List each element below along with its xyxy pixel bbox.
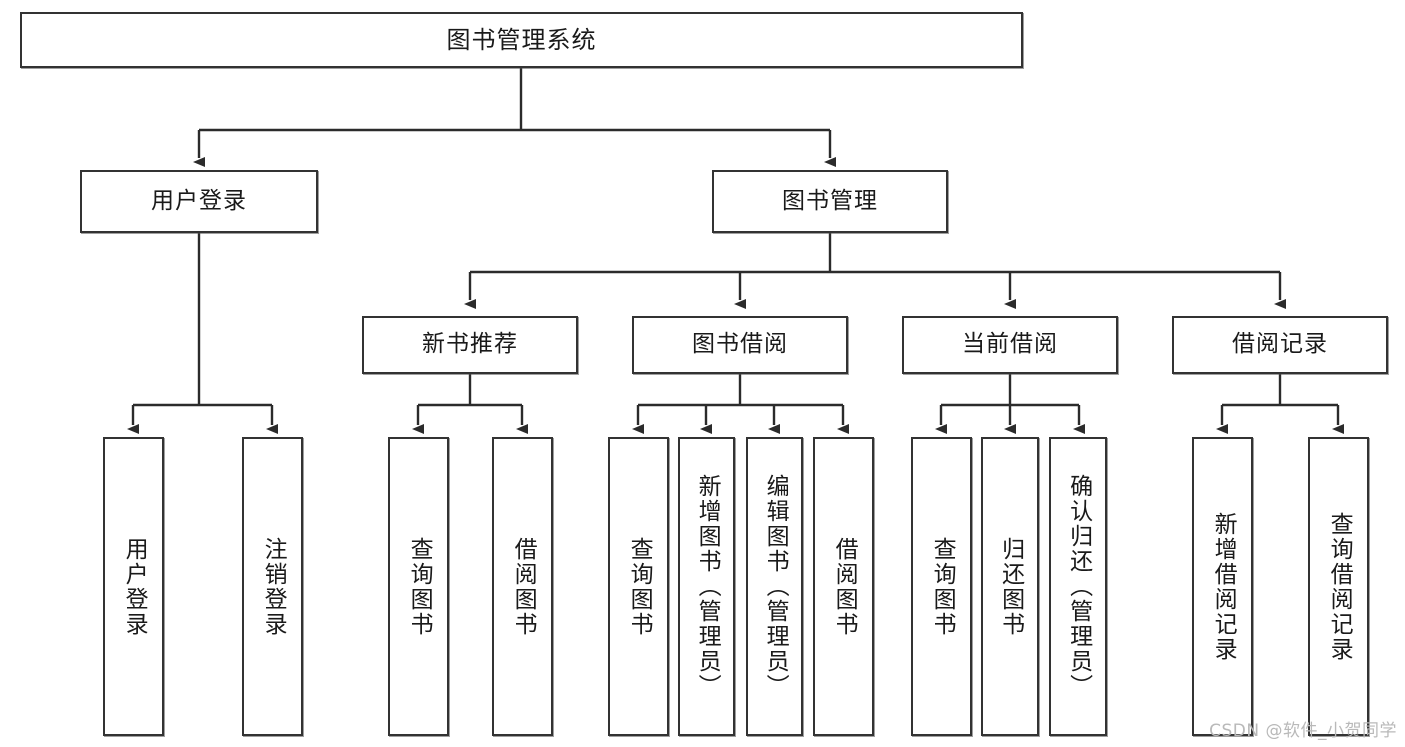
leaf-new-book-borrow[interactable]: 借阅图书	[492, 437, 553, 736]
node-label: 图书借阅	[692, 331, 788, 358]
node-label: 编辑图书（管理员）	[762, 474, 789, 699]
node-label: 新增借阅记录	[1210, 511, 1237, 662]
leaf-new-book-query[interactable]: 查询图书	[388, 437, 449, 736]
node-new-book-recommendation[interactable]: 新书推荐	[362, 316, 578, 374]
leaf-borrow-record-add[interactable]: 新增借阅记录	[1192, 437, 1253, 736]
node-label: 新书推荐	[422, 331, 518, 358]
leaf-book-borrow-borrow[interactable]: 借阅图书	[813, 437, 874, 736]
node-root-book-management-system[interactable]: 图书管理系统	[20, 12, 1023, 68]
node-label: 注销登录	[260, 536, 287, 637]
node-label: 图书管理	[782, 187, 878, 214]
leaf-current-borrow-confirm-admin[interactable]: 确认归还（管理员）	[1049, 437, 1107, 736]
node-book-borrowing[interactable]: 图书借阅	[632, 316, 848, 374]
node-book-management[interactable]: 图书管理	[712, 170, 948, 233]
leaf-book-borrow-add-admin[interactable]: 新增图书（管理员）	[678, 437, 735, 736]
node-label: 查询借阅记录	[1326, 511, 1353, 662]
leaf-borrow-record-query[interactable]: 查询借阅记录	[1308, 437, 1369, 736]
leaf-current-borrow-query[interactable]: 查询图书	[911, 437, 972, 736]
node-borrowing-record[interactable]: 借阅记录	[1172, 316, 1388, 374]
leaf-book-borrow-edit-admin[interactable]: 编辑图书（管理员）	[746, 437, 803, 736]
leaf-user-login-signout[interactable]: 注销登录	[242, 437, 303, 736]
node-label: 新增图书（管理员）	[694, 474, 721, 699]
node-label: 借阅图书	[510, 536, 537, 637]
node-label: 用户登录	[121, 536, 148, 637]
node-label: 确认归还（管理员）	[1065, 474, 1092, 699]
node-label: 借阅记录	[1232, 331, 1328, 358]
node-label: 借阅图书	[831, 536, 858, 637]
leaf-current-borrow-return[interactable]: 归还图书	[981, 437, 1039, 736]
node-label: 图书管理系统	[446, 25, 597, 54]
node-label: 当前借阅	[962, 331, 1058, 358]
node-user-login[interactable]: 用户登录	[80, 170, 318, 233]
leaf-book-borrow-query[interactable]: 查询图书	[608, 437, 669, 736]
node-label: 查询图书	[406, 536, 433, 637]
node-label: 用户登录	[151, 187, 247, 214]
leaf-user-login-signin[interactable]: 用户登录	[103, 437, 164, 736]
node-current-borrowing[interactable]: 当前借阅	[902, 316, 1118, 374]
node-label: 查询图书	[929, 536, 956, 637]
node-label: 查询图书	[626, 536, 653, 637]
node-label: 归还图书	[997, 536, 1024, 637]
